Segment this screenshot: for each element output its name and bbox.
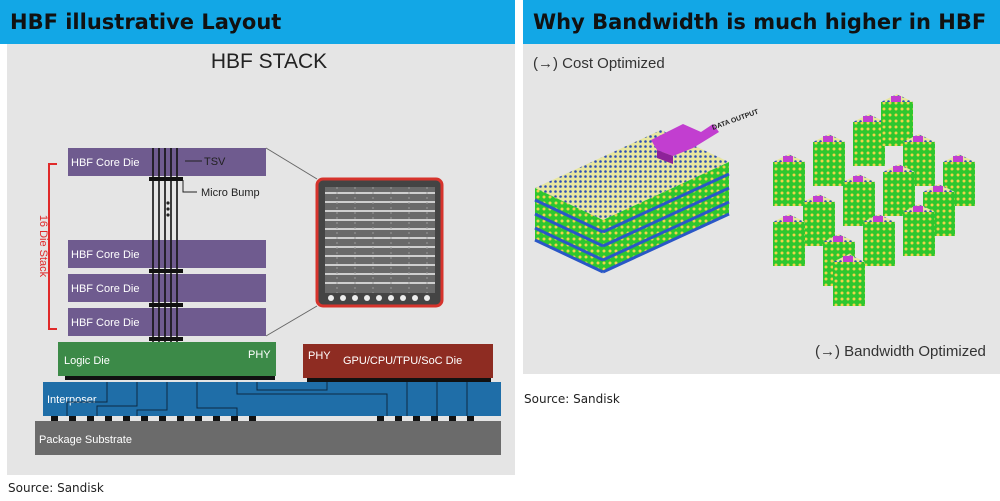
right-panel-title: Why Bandwidth is much higher in HBF [523, 0, 1000, 44]
cost-optimized-stack: DATA OUTPUT [534, 108, 760, 274]
package-substrate: Package Substrate [35, 421, 501, 455]
logic-die-label: Logic Die [64, 355, 110, 367]
interposer-label: Interposer [47, 394, 97, 406]
bandwidth-optimized-label: (→) Bandwidth Optimized [815, 343, 986, 360]
soc-phy-label: PHY [308, 350, 331, 362]
core-die: HBF Core Die [68, 308, 266, 336]
hbf-layout-diagram: HBF STACK 16 Die Stack HBF Core Die HBF … [7, 44, 515, 475]
bandwidth-comparison-diagram: (→) Cost Optimized DATA OUTPUT [523, 44, 1000, 374]
bandwidth-svg: (→) Cost Optimized DATA OUTPUT [533, 55, 986, 360]
cost-optimized-label: (→) Cost Optimized [533, 55, 665, 72]
tsv-label: TSV [204, 156, 226, 168]
ellipsis-dots [166, 201, 170, 217]
logic-phy-label: PHY [248, 349, 271, 361]
right-source: Source: Sandisk [524, 392, 620, 406]
stack-title: HBF STACK [211, 50, 327, 73]
data-output-label: DATA OUTPUT [711, 108, 760, 132]
micro-bump-label: Micro Bump [201, 187, 260, 199]
bandwidth-optimized-stacks [773, 94, 975, 306]
stack-bracket [48, 163, 57, 330]
logic-die: Logic Die PHY [58, 342, 276, 376]
soc-die: PHY GPU/CPU/TPU/SoC Die [303, 344, 493, 378]
data-output-connector [651, 124, 719, 164]
core-die-label: HBF Core Die [71, 317, 139, 329]
micro-bumps [149, 177, 183, 341]
left-panel-title: HBF illustrative Layout [0, 0, 515, 44]
zoom-detail-box [315, 177, 444, 308]
core-die-label: HBF Core Die [71, 283, 139, 295]
tsv-lines [152, 148, 178, 359]
interposer: Interposer [43, 382, 501, 416]
core-die: HBF Core Die [68, 240, 266, 268]
substrate-label: Package Substrate [39, 434, 132, 446]
core-die: HBF Core Die [68, 274, 266, 302]
core-die: HBF Core Die [68, 148, 266, 176]
core-die-label: HBF Core Die [71, 249, 139, 261]
core-die-label: HBF Core Die [71, 157, 139, 169]
stack-count-label: 16 Die Stack [37, 215, 49, 278]
hbf-stack-svg: HBF STACK 16 Die Stack HBF Core Die HBF … [35, 50, 501, 455]
soc-die-label: GPU/CPU/TPU/SoC Die [343, 355, 462, 367]
left-source: Source: Sandisk [8, 481, 104, 495]
